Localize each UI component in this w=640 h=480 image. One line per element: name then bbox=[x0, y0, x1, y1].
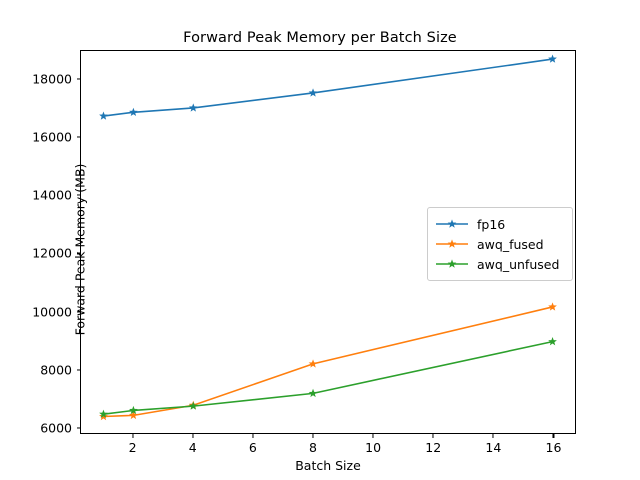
series-marker bbox=[129, 410, 138, 420]
legend-swatch bbox=[436, 259, 468, 268]
y-tick-label: 18000 bbox=[32, 71, 72, 87]
y-axis-tick-marks bbox=[72, 50, 80, 434]
y-axis-tick-labels: 6000 8000 10000 12000 14000 16000 18000 bbox=[0, 50, 72, 436]
legend: fp16 awq_fused awq_unfused bbox=[427, 207, 573, 281]
y-tick-label: 16000 bbox=[32, 129, 72, 145]
x-tick-mark bbox=[492, 434, 494, 438]
y-tick-label: 6000 bbox=[40, 420, 72, 436]
y-tick-mark bbox=[76, 311, 80, 313]
x-axis-tick-labels: 2 4 6 8 10 12 14 16 bbox=[80, 440, 576, 458]
x-tick-label: 12 bbox=[425, 440, 442, 455]
series-line bbox=[103, 58, 553, 117]
y-tick-label: 12000 bbox=[32, 245, 72, 261]
series-marker bbox=[188, 103, 198, 112]
x-tick-label: 6 bbox=[248, 440, 257, 455]
series-marker bbox=[308, 359, 318, 368]
y-tick-mark bbox=[76, 369, 80, 371]
x-tick-mark bbox=[192, 434, 194, 438]
x-tick-mark bbox=[372, 434, 374, 438]
series-marker bbox=[99, 111, 108, 120]
series-fp16 bbox=[99, 54, 557, 120]
y-tick-label: 14000 bbox=[32, 187, 72, 203]
x-tick-label: 14 bbox=[485, 440, 502, 455]
x-tick-mark bbox=[132, 434, 134, 438]
legend-item-fp16[interactable]: fp16 bbox=[435, 214, 564, 234]
x-tick-label: 10 bbox=[365, 440, 382, 455]
x-tick-label: 4 bbox=[188, 440, 197, 455]
y-tick-label: 10000 bbox=[32, 304, 72, 320]
x-axis-label: Batch Size bbox=[295, 458, 361, 473]
series-marker bbox=[548, 337, 557, 346]
plot-series-svg bbox=[99, 54, 557, 421]
legend-swatch bbox=[436, 219, 468, 228]
series-marker bbox=[129, 107, 138, 117]
y-tick-mark bbox=[76, 78, 80, 80]
legend-label: awq_fused bbox=[477, 236, 544, 252]
x-tick-mark bbox=[552, 434, 554, 438]
y-tick-mark bbox=[76, 136, 80, 138]
series-marker bbox=[308, 88, 318, 97]
series-line bbox=[103, 340, 553, 415]
legend-swatch bbox=[436, 239, 468, 248]
legend-item-awq_unfused[interactable]: awq_unfused bbox=[435, 254, 564, 274]
y-tick-mark bbox=[76, 252, 80, 254]
plot-area bbox=[80, 50, 576, 434]
series-marker bbox=[308, 388, 318, 398]
series-marker bbox=[99, 409, 108, 418]
series-marker bbox=[129, 405, 138, 415]
x-tick-mark bbox=[432, 434, 434, 438]
y-tick-mark bbox=[76, 194, 80, 196]
x-tick-mark bbox=[252, 434, 254, 438]
x-tick-label: 8 bbox=[308, 440, 317, 455]
x-tick-label: 16 bbox=[545, 440, 562, 455]
series-awq_unfused bbox=[99, 337, 557, 418]
legend-label: fp16 bbox=[477, 216, 506, 232]
series-line bbox=[103, 306, 553, 418]
series-marker bbox=[188, 401, 198, 410]
series-marker bbox=[548, 302, 557, 311]
legend-item-awq_fused[interactable]: awq_fused bbox=[435, 234, 564, 254]
y-tick-mark bbox=[76, 427, 80, 429]
legend-label: awq_unfused bbox=[477, 256, 560, 272]
x-tick-mark bbox=[312, 434, 314, 438]
x-axis-tick-marks bbox=[80, 434, 576, 442]
series-marker bbox=[548, 54, 557, 63]
chart-title: Forward Peak Memory per Batch Size bbox=[183, 30, 457, 46]
series-awq_fused bbox=[99, 302, 557, 421]
y-tick-label: 8000 bbox=[40, 362, 72, 378]
x-tick-label: 2 bbox=[128, 440, 137, 455]
